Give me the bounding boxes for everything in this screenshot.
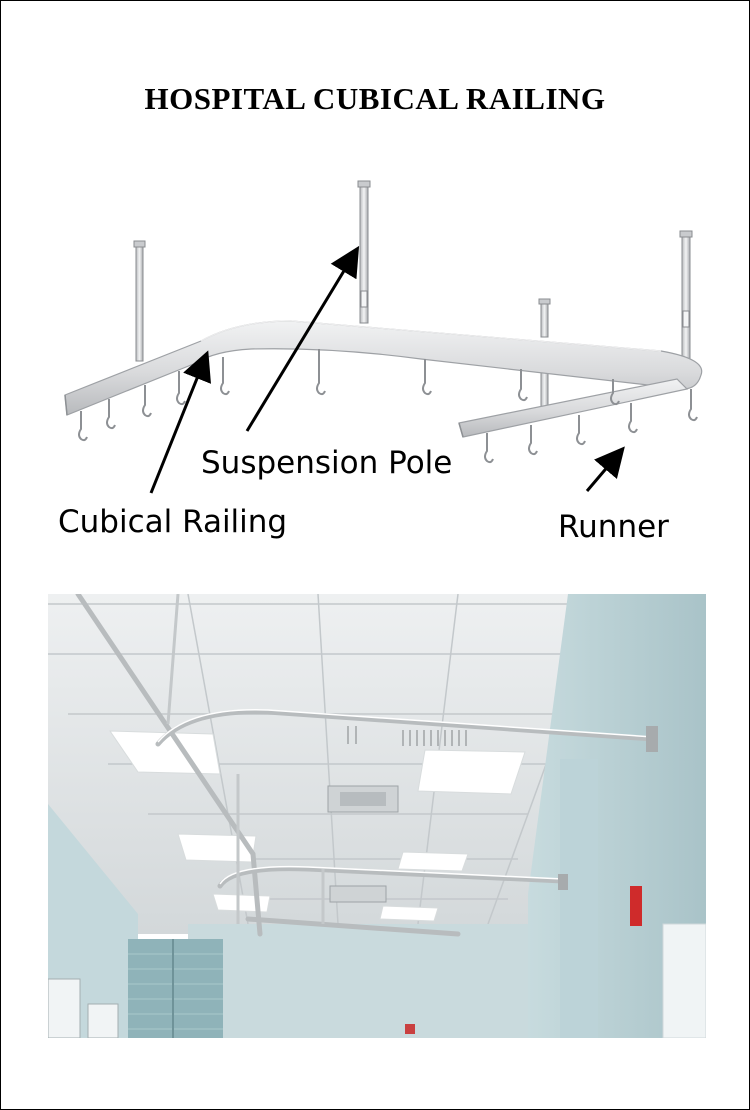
wall-bracket-lower xyxy=(558,874,568,890)
exit-sign xyxy=(405,1024,415,1034)
arrow-runner xyxy=(585,446,625,492)
right-doorway xyxy=(662,923,706,1038)
left-door-2 xyxy=(87,1003,119,1038)
left-door xyxy=(48,978,81,1038)
wall-bracket-upper xyxy=(646,726,658,752)
arrow-cubical-railing xyxy=(149,350,211,494)
installed-railings xyxy=(75,594,656,937)
installed-railing-photo xyxy=(48,594,706,1038)
suspension-poles xyxy=(133,180,693,408)
suspension-pole-right xyxy=(679,230,693,360)
suspension-pole-center xyxy=(357,180,371,324)
railing-highlights xyxy=(157,709,654,885)
railing-diagram xyxy=(64,180,703,494)
runner-bar xyxy=(458,378,689,438)
label-runner: Runner xyxy=(558,509,669,545)
air-vent xyxy=(327,785,399,903)
suspension-pole-left xyxy=(133,240,146,362)
fire-alarm xyxy=(630,886,642,926)
label-suspension-pole: Suspension Pole xyxy=(201,445,453,481)
installed-support-poles xyxy=(166,594,325,924)
curtain-hooks xyxy=(347,726,467,746)
railing-hooks xyxy=(78,349,698,442)
label-cubical-railing: Cubical Railing xyxy=(58,504,288,540)
window xyxy=(128,939,223,1038)
wall-column xyxy=(560,759,598,1038)
page-title: HOSPITAL CUBICAL RAILING xyxy=(144,81,606,116)
pointer-arrows xyxy=(149,245,625,494)
back-wall xyxy=(188,924,528,1038)
arrow-suspension-pole xyxy=(245,245,360,432)
cubical-railing xyxy=(64,320,703,416)
runner-hooks xyxy=(484,403,638,464)
